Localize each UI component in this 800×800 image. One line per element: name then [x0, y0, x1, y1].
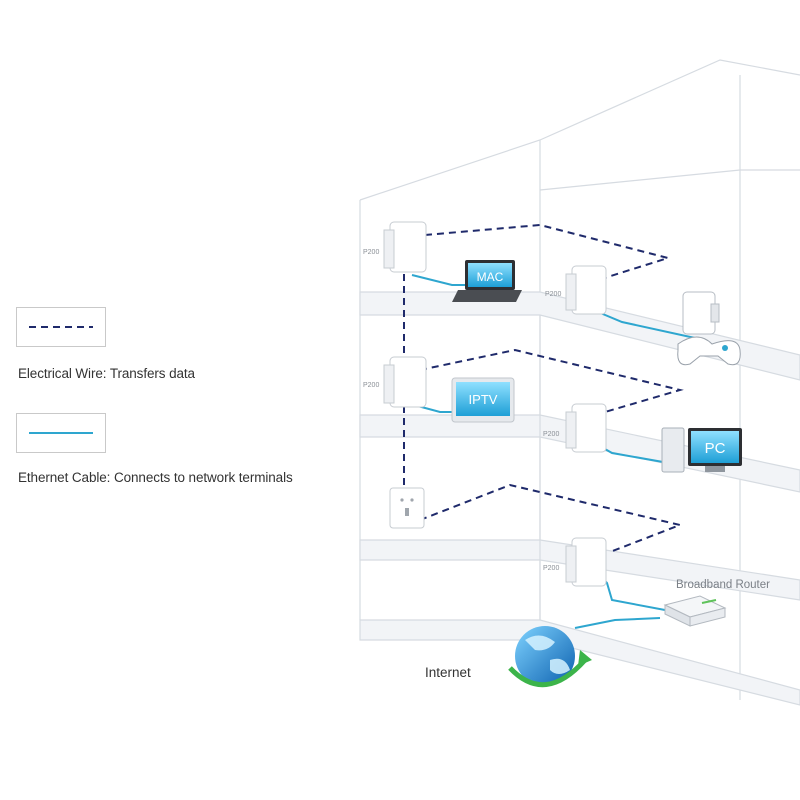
electrical-wire-path: [403, 223, 684, 553]
pc-label: PC: [705, 440, 726, 457]
house-structure: [359, 59, 800, 706]
internet-label: Internet: [425, 665, 471, 680]
ethernet-cable-legend-swatch: [16, 413, 106, 453]
broadband-router-icon: [663, 595, 727, 627]
p200-adapter-middle-left: P200: [363, 356, 427, 408]
p200-adapter-bottom-right: P200: [543, 537, 607, 587]
adapter-label: P200: [543, 565, 559, 572]
iptv-label: IPTV: [469, 392, 498, 407]
adapter-label: P200: [363, 249, 379, 256]
wall-outlet-icon: [389, 487, 425, 529]
electrical-wire-legend-label: Electrical Wire: Transfers data: [18, 366, 195, 381]
p200-adapter-top-left: P200: [363, 221, 427, 273]
adapter-label: P200: [363, 382, 379, 389]
ethernet-cable-legend-label: Ethernet Cable: Connects to network term…: [18, 470, 293, 485]
adapter-label: P200: [543, 431, 559, 438]
p200-adapter-top-right: P200: [545, 265, 607, 315]
mac-label: MAC: [477, 270, 504, 284]
iptv-icon: IPTV: [451, 377, 515, 423]
mac-laptop-icon: MAC: [452, 260, 522, 302]
game-console-icon: [677, 291, 741, 366]
internet-globe-icon: [508, 626, 592, 687]
p200-adapter-middle-right: P200: [543, 403, 607, 453]
pc-icon: PC: [661, 427, 742, 473]
electrical-wire-legend-swatch: [16, 307, 106, 347]
broadband-router-label: Broadband Router: [676, 579, 770, 591]
adapter-label: P200: [545, 291, 561, 298]
